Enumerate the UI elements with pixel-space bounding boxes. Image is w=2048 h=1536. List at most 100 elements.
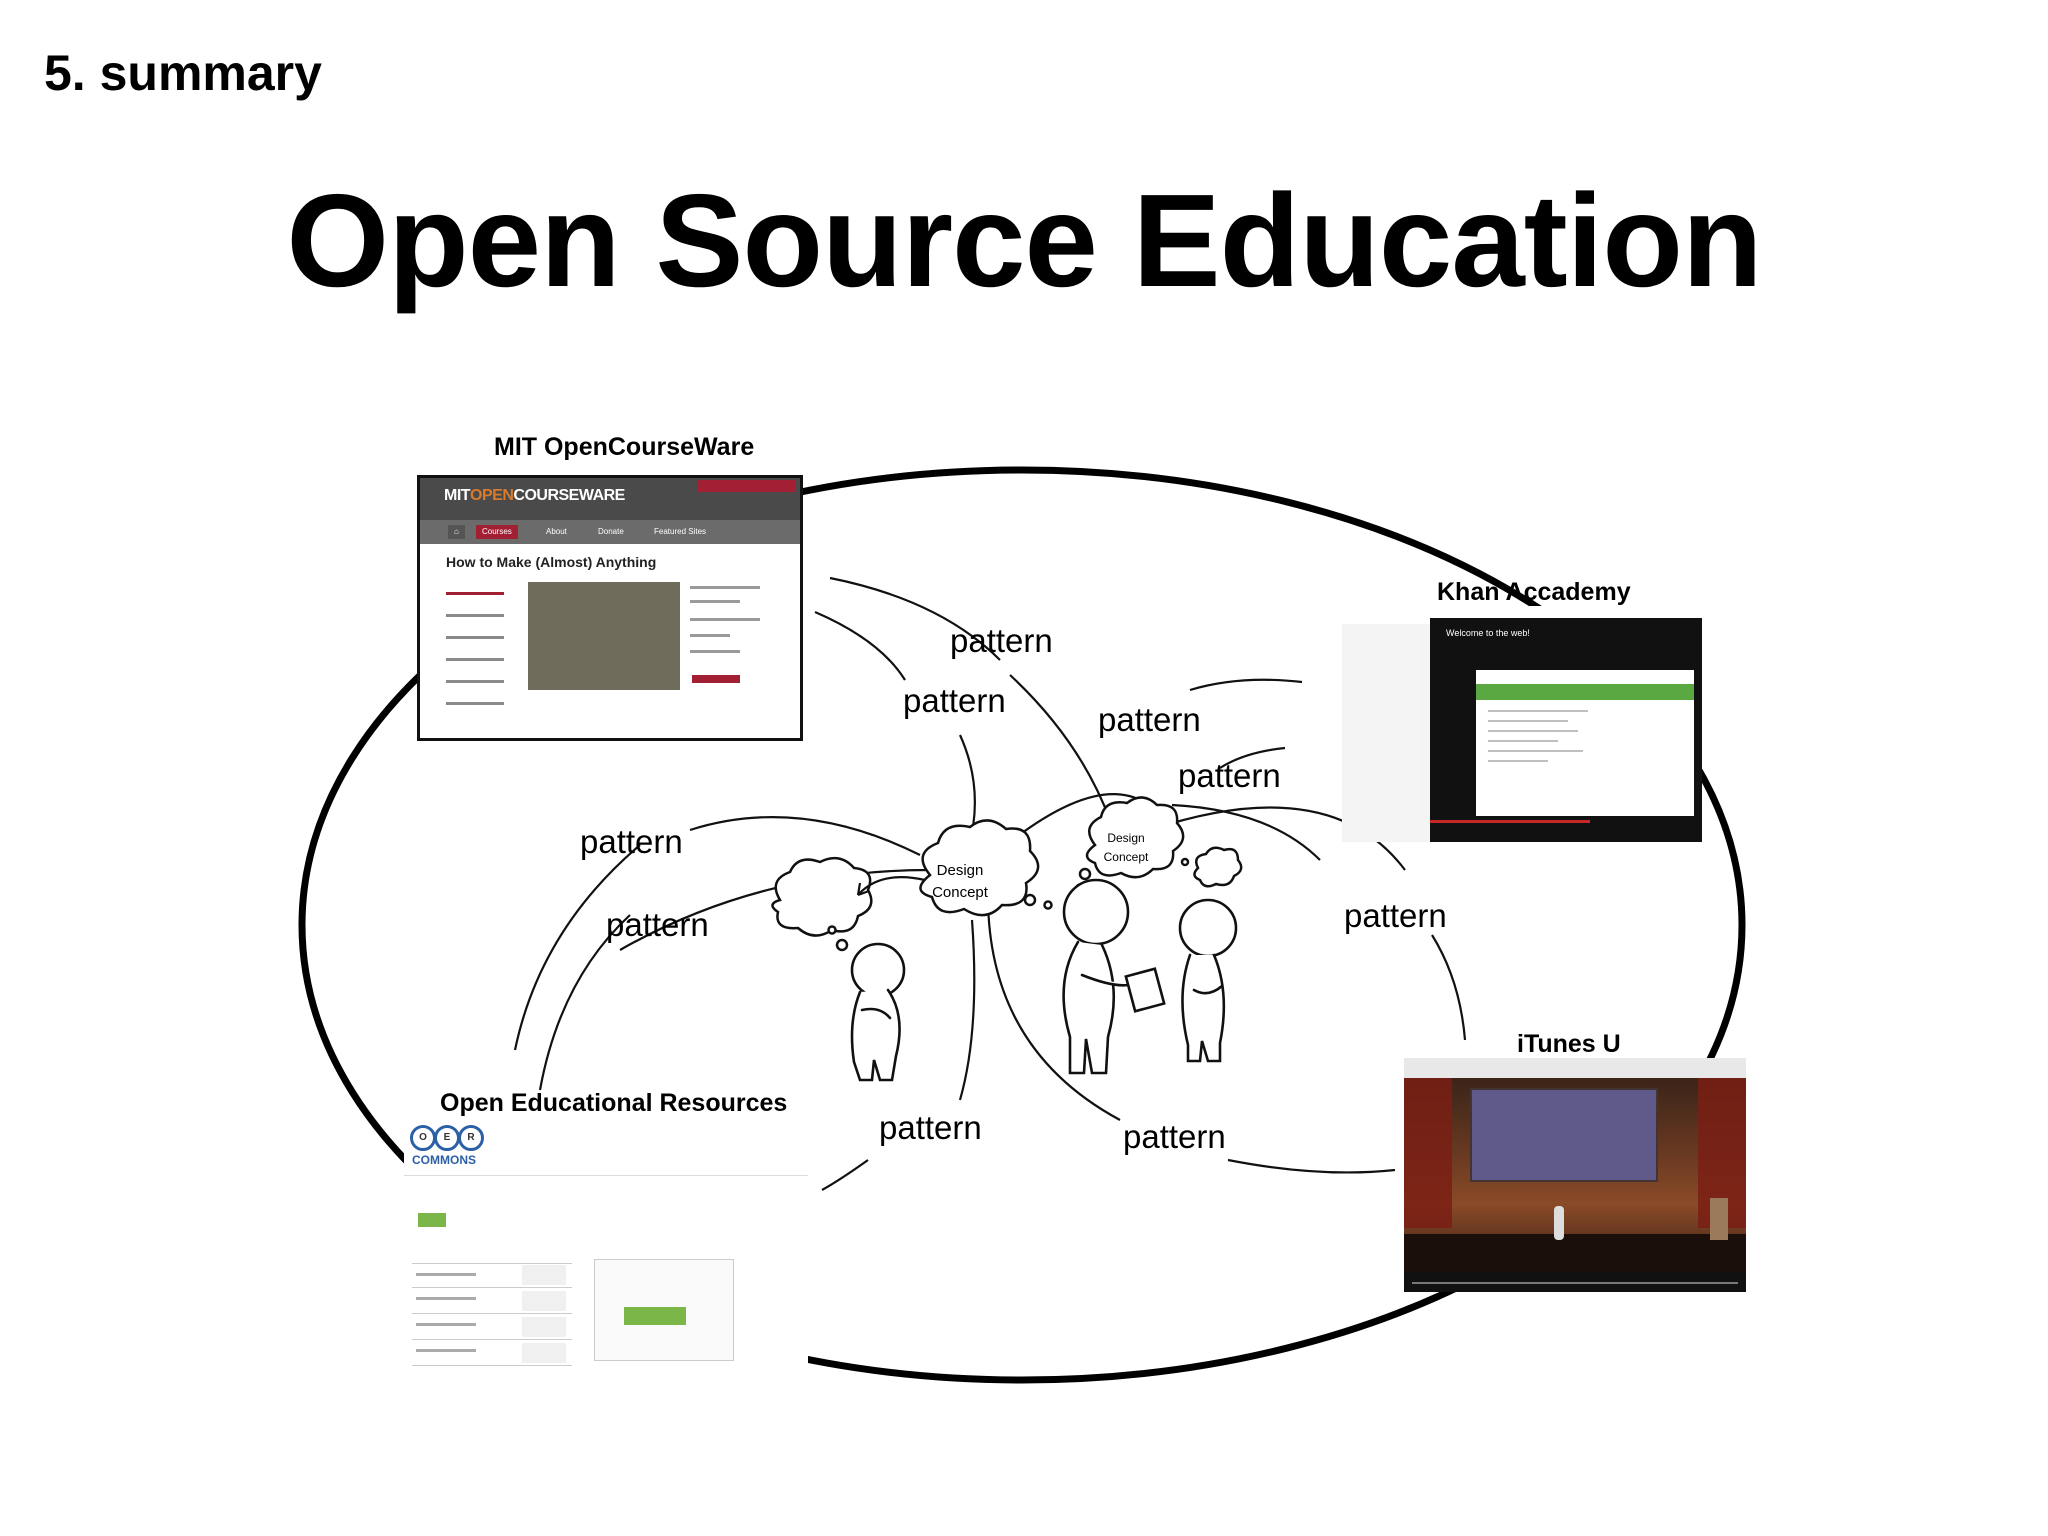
design-concept-bubbles (771, 796, 1243, 952)
mit-side-link (446, 680, 504, 683)
mit-subscribe-banner (698, 480, 796, 492)
mit-view-button (692, 675, 740, 683)
itunes-projector-screen (1470, 1088, 1658, 1182)
oer-rubric-row (412, 1287, 572, 1288)
pattern-label: pattern (950, 622, 1053, 659)
link-curve (1009, 674, 1112, 821)
section-heading: 5. summary (44, 45, 322, 101)
oer-view-button (624, 1307, 686, 1325)
khan-lesson-title: Welcome to the web! (1446, 628, 1530, 638)
link-curve (538, 914, 631, 1091)
khan-code-line (1488, 750, 1583, 752)
listening-person (1178, 898, 1238, 1063)
oer-logo-e: E (434, 1125, 460, 1151)
link-curve (619, 868, 931, 951)
mit-nav-donate: Donate (598, 527, 624, 536)
pattern-label: pattern (1098, 701, 1201, 738)
idea-arrow (857, 876, 926, 896)
khan-code-line (1488, 740, 1558, 742)
oer-rating-cell (522, 1317, 566, 1337)
mit-info-line (690, 586, 760, 589)
oer-rating-cell (522, 1291, 566, 1311)
mit-side-link (446, 658, 504, 661)
mit-ocw-screenshot: MITOPENCOURSEWARE ⌂ Courses About Donate… (417, 475, 803, 741)
pattern-label: pattern (1178, 757, 1281, 794)
mit-course-title: How to Make (Almost) Anything (446, 554, 657, 570)
slide-title: Open Source Education (286, 167, 1762, 314)
caption-mit-ocw: MIT OpenCourseWare (494, 433, 755, 461)
mit-side-link (446, 636, 504, 639)
link-curve (821, 1159, 869, 1191)
oer-rubric-row (412, 1365, 572, 1366)
itunes-curtain-left (1404, 1078, 1452, 1228)
oer-rating-cell (522, 1343, 566, 1363)
oer-logo-o: O (410, 1125, 436, 1151)
oer-logo-r: R (458, 1125, 484, 1151)
link-curve (829, 576, 1001, 661)
design-concept-label-right: Design Concept (1096, 829, 1156, 867)
mit-nav-featured: Featured Sites (654, 527, 707, 536)
mit-side-link (446, 592, 504, 595)
mit-info-line (690, 634, 730, 637)
itunes-stage-floor (1404, 1234, 1746, 1272)
pattern-label: pattern (606, 906, 709, 943)
link-curve (1189, 678, 1303, 692)
mit-side-link (446, 614, 504, 617)
itunes-speaker (1554, 1206, 1564, 1240)
khan-code-line (1488, 760, 1548, 762)
itunes-progress-bar (1412, 1282, 1738, 1284)
ecosystem-ellipse (298, 466, 1746, 1384)
mit-side-link (446, 702, 504, 705)
bubble-line-2: Concept (1103, 850, 1149, 864)
oer-rubric-text (416, 1349, 476, 1352)
khan-progress-bar (1430, 820, 1590, 823)
khan-screenshot: Welcome to the web! (1342, 606, 1702, 842)
oer-rubric-row (412, 1339, 572, 1340)
caption-khan: Khan Accademy (1437, 578, 1631, 606)
pattern-label: pattern (879, 1109, 982, 1146)
presenting-person (1062, 878, 1166, 1075)
khan-code-line (1488, 710, 1588, 712)
khan-lesson-list (1342, 624, 1430, 842)
thinking-person (850, 942, 906, 1082)
pattern-label: pattern (903, 682, 1006, 719)
oer-logo-word: COMMONS (412, 1153, 476, 1167)
oer-rubric-text (416, 1323, 476, 1326)
mit-info-line (690, 650, 740, 653)
home-icon: ⌂ (448, 525, 465, 539)
itunes-u-screenshot (1404, 1058, 1746, 1292)
thought-bubble-empty-right (1193, 846, 1243, 888)
oer-rubric-text (416, 1273, 476, 1276)
oer-rating-cell (522, 1265, 566, 1285)
caption-itunes-u: iTunes U (1517, 1030, 1621, 1058)
pattern-label: pattern (1123, 1118, 1226, 1155)
oer-rubric-text (416, 1297, 476, 1300)
oer-rubric-row (412, 1263, 572, 1264)
mit-info-line (690, 600, 740, 603)
thought-bubble-empty-left (771, 856, 873, 937)
itunes-toolbar (1404, 1058, 1746, 1078)
itunes-podium (1710, 1198, 1728, 1240)
pattern-label: pattern (1344, 897, 1447, 934)
oer-rubric-row (412, 1313, 572, 1314)
oer-screenshot: O E R COMMONS (404, 1117, 808, 1385)
link-curve (958, 919, 976, 1101)
mit-nav-courses: Courses (476, 525, 518, 539)
link-curve (814, 610, 906, 681)
khan-green-bar (1476, 684, 1694, 700)
khan-code-line (1488, 720, 1568, 722)
link-curve (513, 844, 641, 1051)
link-curve (1149, 806, 1406, 871)
bubble-line-2: Concept (932, 884, 988, 901)
link-curve (689, 816, 921, 856)
mit-nav-bar: ⌂ Courses About Donate Featured Sites (420, 520, 800, 544)
bubble-line-1: Design (1107, 831, 1145, 845)
mit-info-line (690, 618, 760, 621)
bubble-line-1: Design (936, 862, 984, 879)
mit-logo: MITOPENCOURSEWARE (444, 487, 625, 504)
caption-oer: Open Educational Resources (440, 1089, 788, 1117)
thought-bubble-center (919, 819, 1040, 917)
mit-course-photo (528, 582, 680, 690)
link-curve (1227, 1158, 1396, 1174)
